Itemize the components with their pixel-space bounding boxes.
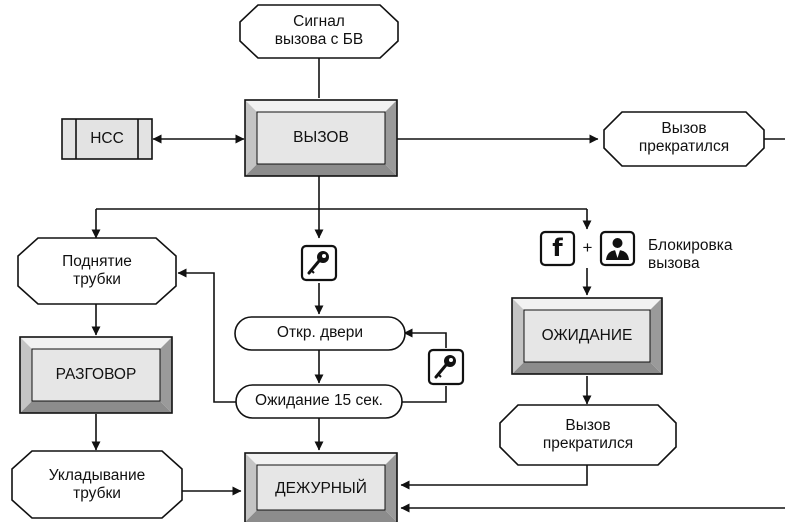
- block-call-label: Блокировка вызова: [648, 237, 778, 273]
- wait15-label: Ожидание 15 сек.: [255, 392, 383, 409]
- f-key-label: f: [552, 234, 563, 262]
- signal-line2: вызова с БВ: [274, 31, 364, 48]
- lift-node: Поднятие трубки: [18, 253, 176, 289]
- open-door-node: Откр. двери: [235, 324, 405, 342]
- nss-node: НСС: [76, 130, 138, 148]
- wait15-node: Ожидание 15 сек.: [236, 392, 402, 410]
- call-node: ВЫЗОВ: [245, 129, 397, 147]
- call-ended-top-node: Вызов прекратился: [604, 120, 764, 156]
- key-icon: [300, 244, 338, 282]
- call-ended-top-line1: Вызов: [661, 120, 707, 137]
- open-door-shape: [234, 316, 406, 351]
- connectors: [91, 58, 785, 513]
- talk-shape: [19, 336, 173, 414]
- call-shape: [244, 99, 398, 177]
- waiting-shape: [511, 297, 663, 375]
- hangup-line1: Укладывание: [48, 467, 146, 484]
- talk-label: РАЗГОВОР: [55, 366, 137, 383]
- lift-line2: трубки: [73, 271, 121, 288]
- hangup-shape: [11, 450, 183, 519]
- connector-wait-lift: [177, 268, 238, 403]
- signal-line1: Сигнал: [293, 13, 345, 30]
- f-key-icon: [539, 230, 576, 267]
- talk-node: РАЗГОВОР: [20, 366, 172, 384]
- hangup-node: Укладывание трубки: [12, 467, 182, 503]
- duty-node: ДЕЖУРНЫЙ: [245, 480, 397, 498]
- call-ended-right-shape: [499, 404, 677, 466]
- wait15-shape: [235, 384, 403, 419]
- waiting-label: ОЖИДАНИЕ: [541, 327, 633, 344]
- connector-wait-key2: [400, 386, 447, 403]
- hangup-line2: трубки: [73, 485, 121, 502]
- call-ended-right-node: Вызов прекратился: [500, 417, 676, 453]
- call-label: ВЫЗОВ: [293, 129, 349, 146]
- call-ended-top-shape: [603, 111, 765, 167]
- block-call-line2: вызова: [648, 255, 700, 272]
- signal-shape: [239, 4, 399, 59]
- key-icon: [427, 348, 465, 386]
- block-call-line1: Блокировка: [648, 237, 733, 254]
- lift-line1: Поднятие: [62, 253, 132, 270]
- call-ended-right-line2: прекратился: [542, 435, 634, 452]
- duty-shape: [244, 452, 398, 522]
- connector-key2-door: [403, 328, 447, 348]
- nss-label: НСС: [90, 130, 124, 147]
- plus-sign: +: [582, 238, 593, 257]
- person-icon: [599, 230, 636, 267]
- nss-shape: [61, 118, 153, 160]
- waiting-node: ОЖИДАНИЕ: [512, 327, 662, 345]
- lift-shape: [17, 237, 177, 305]
- call-ended-right-line1: Вызов: [565, 417, 611, 434]
- signal-node: Сигнал вызова с БВ: [240, 13, 398, 49]
- connector-ended-duty: [400, 465, 588, 490]
- duty-label: ДЕЖУРНЫЙ: [275, 480, 367, 497]
- open-door-label: Откр. двери: [276, 324, 364, 341]
- call-ended-top-line2: прекратился: [638, 138, 730, 155]
